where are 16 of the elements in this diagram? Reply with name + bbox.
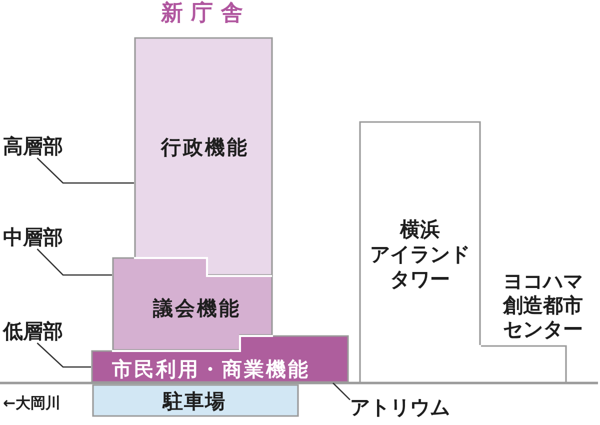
floor-label: 高層部	[3, 134, 63, 158]
block-label: 行政機能	[161, 135, 249, 159]
leader-line	[36, 342, 91, 368]
block-label: 市民利用・商業機能	[112, 357, 310, 381]
leader-line	[36, 158, 134, 184]
callout-label: アトリウム	[350, 395, 450, 419]
direction-label: ←大岡川	[3, 393, 61, 414]
diagram-title: 新庁舎	[161, 1, 251, 27]
building-label: 横浜アイランドタワー	[369, 217, 471, 292]
block-label: 議会機能	[153, 296, 241, 320]
building-label: ヨコハマ創造都市センター	[502, 269, 584, 341]
floor-label: 中層部	[3, 225, 63, 249]
block-label: 駐車場	[163, 389, 226, 413]
floor-label: 低層部	[3, 319, 63, 343]
leader-line	[332, 382, 350, 400]
leader-line	[36, 248, 112, 276]
